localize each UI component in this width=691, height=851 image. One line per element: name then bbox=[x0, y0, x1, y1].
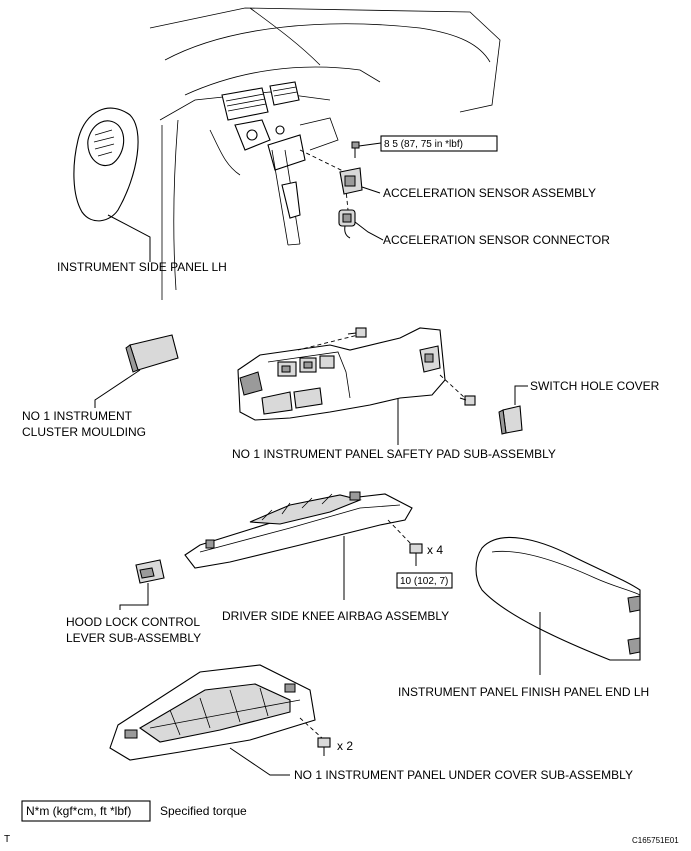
under-cover-label: NO 1 INSTRUMENT PANEL UNDER COVER SUB-AS… bbox=[294, 768, 633, 782]
knee-airbag-label: DRIVER SIDE KNEE AIRBAG ASSEMBLY bbox=[222, 609, 449, 623]
knee-airbag-bolt-qty: x 4 bbox=[427, 543, 443, 557]
safety-pad-bolt-left-icon bbox=[347, 327, 367, 338]
finish-panel-end-label: INSTRUMENT PANEL FINISH PANEL END LH bbox=[398, 685, 649, 699]
knee-airbag-bolt-icon bbox=[409, 543, 423, 566]
knee-airbag-torque: 10 (102, 7) bbox=[400, 576, 448, 587]
hood-lock-label-line2: LEVER SUB-ASSEMBLY bbox=[66, 631, 201, 645]
under-cover-icon bbox=[109, 664, 316, 761]
figure-code: C165751E01 bbox=[632, 836, 679, 845]
acceleration-sensor-assembly-label: ACCELERATION SENSOR ASSEMBLY bbox=[383, 186, 596, 200]
under-cover-bolt-icon bbox=[317, 737, 331, 756]
switch-hole-cover-icon bbox=[498, 405, 523, 435]
cluster-moulding-label-line1: NO 1 INSTRUMENT bbox=[22, 409, 133, 423]
sensor-bolt-icon bbox=[351, 141, 360, 158]
acceleration-sensor-icon bbox=[339, 167, 363, 195]
knee-airbag-torque-box bbox=[396, 572, 453, 589]
under-cover-bolt-qty: x 2 bbox=[337, 739, 353, 753]
dashboard-illustration bbox=[149, 7, 501, 300]
torque-unit-legend: N*m (kgf*cm, ft *lbf) bbox=[26, 804, 131, 818]
footer-mark: T bbox=[4, 834, 10, 845]
torque-unit-legend-box bbox=[21, 800, 151, 822]
knee-airbag-icon bbox=[184, 491, 413, 569]
torque-legend-description: Specified torque bbox=[160, 804, 247, 818]
safety-pad-bolt-right-icon bbox=[459, 395, 476, 406]
hood-lock-label-line1: HOOD LOCK CONTROL bbox=[66, 615, 200, 629]
safety-pad-icon bbox=[237, 327, 446, 421]
instrument-side-panel-icon bbox=[73, 107, 139, 222]
sensor-bolt-torque: 8 5 (87, 75 in *lbf) bbox=[384, 139, 463, 150]
finish-panel-end-icon bbox=[475, 536, 641, 661]
instrument-side-panel-lh-label: INSTRUMENT SIDE PANEL LH bbox=[57, 260, 227, 274]
acceleration-sensor-connector-icon bbox=[338, 209, 356, 239]
hood-lock-lever-icon bbox=[135, 559, 165, 584]
cluster-moulding-label-line2: CLUSTER MOULDING bbox=[22, 425, 146, 439]
switch-hole-cover-label: SWITCH HOLE COVER bbox=[530, 379, 660, 393]
safety-pad-label: NO 1 INSTRUMENT PANEL SAFETY PAD SUB-ASS… bbox=[232, 447, 556, 461]
acceleration-sensor-connector-label: ACCELERATION SENSOR CONNECTOR bbox=[383, 233, 610, 247]
cluster-moulding-icon bbox=[125, 334, 179, 373]
